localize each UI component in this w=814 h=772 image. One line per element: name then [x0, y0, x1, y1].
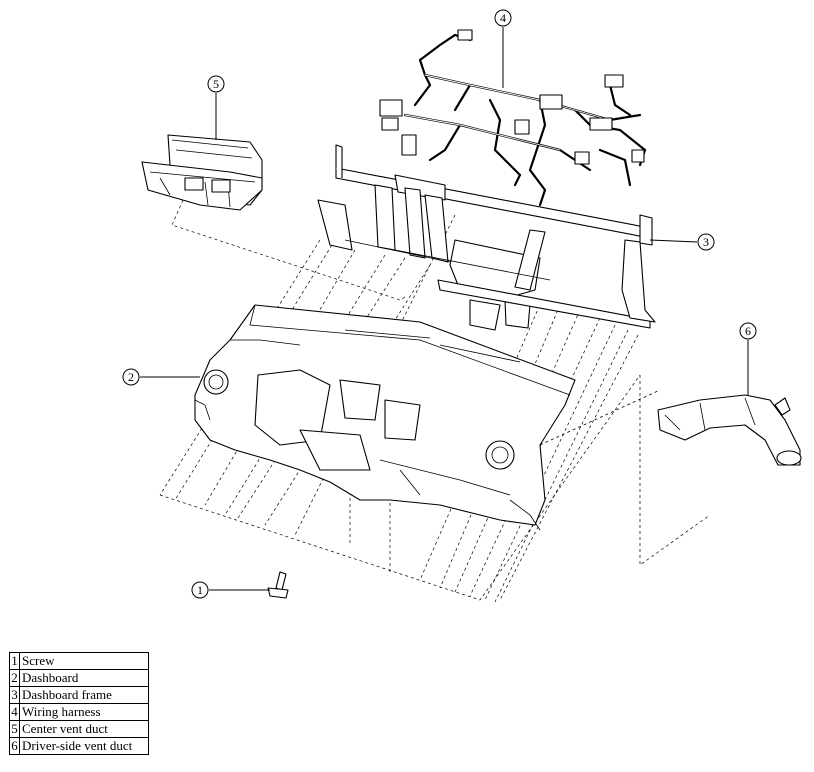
legend-name: Dashboard	[19, 669, 149, 687]
driver-side-vent-duct-drawing	[657, 394, 802, 466]
legend-row: 5 Center vent duct	[9, 720, 149, 738]
legend-number: 4	[9, 703, 20, 721]
callout-4: 4	[494, 9, 512, 27]
exploded-parts-diagram: 1 2 3 4 5 6	[122, 9, 802, 603]
callout-2: 2	[122, 368, 140, 386]
legend-number: 3	[9, 686, 20, 704]
legend-row: 4 Wiring harness	[9, 703, 149, 721]
callout-1: 1	[191, 581, 209, 599]
legend-name: Dashboard frame	[19, 686, 149, 704]
legend-row: 3 Dashboard frame	[9, 686, 149, 704]
wiring-harness-drawing	[379, 29, 647, 207]
legend-name: Center vent duct	[19, 720, 149, 738]
svg-text:4: 4	[500, 11, 506, 25]
legend-name: Wiring harness	[19, 703, 149, 721]
dashboard-drawing	[194, 304, 576, 531]
dashboard-frame-drawing	[317, 144, 656, 331]
legend-number: 1	[9, 652, 20, 670]
legend-row: 2 Dashboard	[9, 669, 149, 687]
parts-legend-table: 1 Screw 2 Dashboard 3 Dashboard frame 4 …	[9, 652, 149, 755]
center-vent-duct-drawing	[141, 134, 263, 211]
legend-row: 1 Screw	[9, 652, 149, 670]
svg-text:2: 2	[128, 370, 134, 384]
svg-text:1: 1	[197, 583, 203, 597]
legend-number: 6	[9, 737, 20, 755]
legend-row: 6 Driver-side vent duct	[9, 737, 149, 755]
legend-name: Driver-side vent duct	[19, 737, 149, 755]
callout-6: 6	[739, 322, 757, 340]
leader-lines	[140, 27, 749, 591]
legend-number: 5	[9, 720, 20, 738]
svg-text:3: 3	[703, 235, 709, 249]
callout-3: 3	[697, 233, 715, 251]
legend-number: 2	[9, 669, 20, 687]
svg-text:6: 6	[745, 324, 751, 338]
legend-name: Screw	[19, 652, 149, 670]
svg-text:5: 5	[213, 77, 219, 91]
callout-5: 5	[207, 75, 225, 93]
screw-drawing	[267, 571, 289, 599]
